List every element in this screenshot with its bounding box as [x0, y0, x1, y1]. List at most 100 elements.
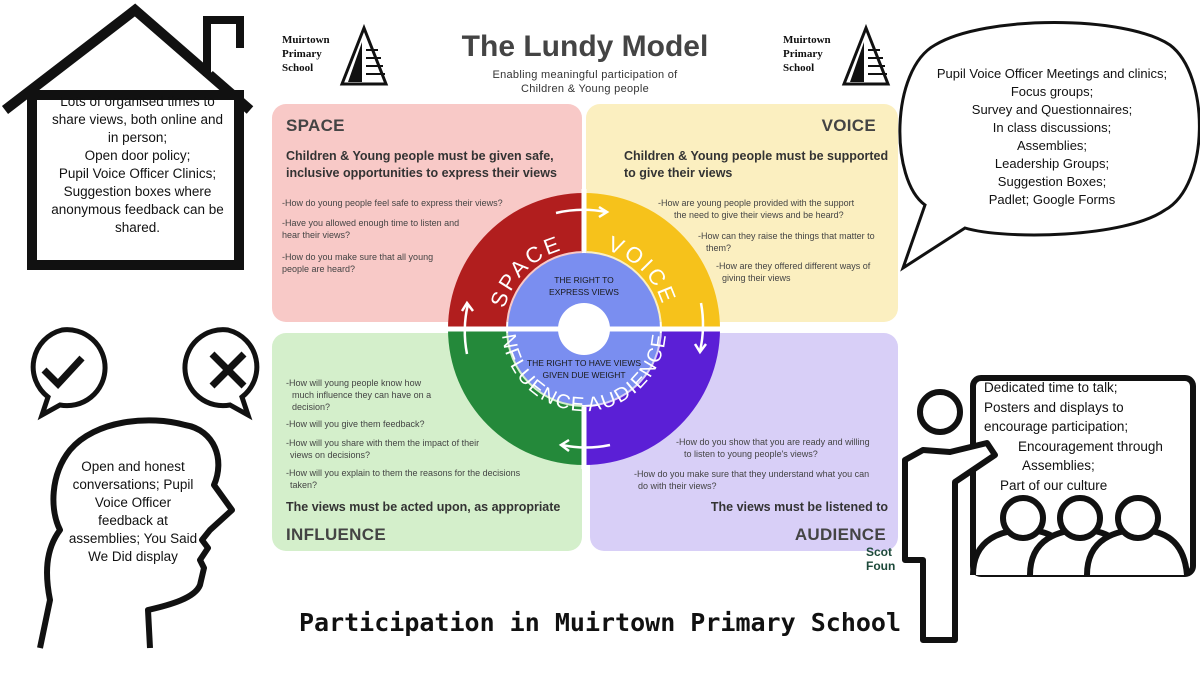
- note-line: Assemblies;: [1022, 458, 1095, 473]
- note-line: shared.: [114, 220, 161, 235]
- influence-footer: The views must be acted upon, as appropr…: [286, 500, 561, 514]
- influence-item: -How will you share with them the impact…: [286, 438, 480, 448]
- influence-item: -How will you explain to them the reason…: [286, 468, 521, 478]
- audience-item: do with their views?: [638, 481, 717, 491]
- note-line: Part of our culture: [1000, 477, 1108, 493]
- partner-logo-text: Scot Foun: [866, 545, 895, 573]
- board-note: Dedicated time to talk; Posters and disp…: [980, 378, 1180, 495]
- head-profile-icon: [37, 417, 235, 649]
- audience-item: -How do you make sure that they understa…: [634, 469, 870, 479]
- speech-bubble-icon: [898, 21, 1200, 272]
- voice-item: -How are young people provided with the …: [658, 198, 855, 208]
- space-item: -How do young people feel safe to expres…: [282, 198, 503, 208]
- audience-item: -How do you show that you are ready and …: [676, 437, 870, 447]
- ring-segment-influence: [448, 329, 584, 465]
- audience-footer: The views must be listened to: [710, 500, 888, 514]
- influence-item: taken?: [290, 480, 318, 490]
- space-title: SPACE: [286, 116, 345, 135]
- note-line: feedback at: [98, 513, 168, 528]
- audience-title: AUDIENCE: [794, 525, 886, 544]
- right-illustrations: [898, 21, 1200, 643]
- page-title: The Lundy Model: [461, 30, 709, 63]
- subtitle-line: Enabling meaningful participation of: [492, 69, 678, 81]
- cross-bubble-icon: [182, 327, 260, 421]
- center-top-line1: THE RIGHT TO: [554, 275, 614, 285]
- note-line: We Did display: [88, 549, 178, 564]
- note-line: Dedicated time to talk;: [984, 380, 1118, 395]
- note-line: Padlet; Google Forms: [988, 192, 1116, 207]
- space-item: hear their views?: [282, 230, 351, 240]
- ring-segment-audience: [584, 329, 720, 465]
- school-name-line: Muirtown: [783, 34, 831, 46]
- influence-title: INFLUENCE: [286, 525, 386, 544]
- voice-item: giving their views: [722, 273, 791, 283]
- school-name-line: Primary: [282, 48, 322, 60]
- center-bottom-line2: GIVEN DUE WEIGHT: [542, 370, 625, 380]
- note-line: conversations; Pupil: [72, 477, 194, 492]
- note-line: Encouragement through: [1018, 438, 1163, 454]
- influence-item: much influence they can have on a: [292, 390, 432, 400]
- note-line: In class discussions;: [992, 120, 1112, 135]
- logo-line: Foun: [866, 559, 896, 573]
- school-name-left: Muirtown Primary School: [282, 33, 330, 75]
- note-line: Suggestion boxes where: [63, 184, 212, 199]
- audience-icon: [970, 495, 1190, 576]
- voice-item: -How are they offered different ways of: [716, 261, 871, 271]
- voice-item: -How can they raise the things that matt…: [698, 231, 875, 241]
- ring-flow-arrows: [460, 205, 707, 452]
- note-line: encourage participation;: [984, 419, 1129, 434]
- logo-line: Scot: [866, 545, 893, 559]
- voice-item: the need to give their views and be hear…: [674, 210, 844, 220]
- voice-heading: Children & Young people must be supporte…: [624, 148, 888, 182]
- heading-line: Children & Young people must be given sa…: [286, 149, 554, 163]
- voice-quadrant: VOICE Children & Young people must be su…: [586, 104, 898, 322]
- ring-center-hole: [558, 303, 610, 355]
- voice-item: them?: [706, 243, 732, 253]
- note-line: Pupil Voice Officer Meetings and clinics…: [936, 66, 1168, 81]
- school-logo-left: [339, 24, 389, 86]
- heading-line: inclusive opportunities to express their…: [286, 166, 557, 180]
- school-name-line: School: [282, 62, 314, 74]
- note-line: Open and honest: [81, 459, 185, 474]
- note-line: in person;: [107, 130, 168, 145]
- center-top-line2: EXPRESS VIEWS: [549, 287, 619, 297]
- school-name-line: School: [783, 62, 815, 74]
- ring-segment-voice: [584, 193, 720, 329]
- note-line: anonymous feedback can be: [51, 202, 224, 217]
- school-name-line: Muirtown: [282, 34, 330, 46]
- head-note: Open and honest conversations; Pupil Voi…: [68, 458, 198, 566]
- note-line: Suggestion Boxes;: [997, 174, 1107, 189]
- influence-item: decision?: [292, 402, 331, 412]
- house-icon: [1, 3, 254, 270]
- ring-segment-space: [448, 193, 584, 329]
- note-line: share views, both online and: [51, 112, 224, 127]
- influence-item: -How will young people know how: [286, 378, 422, 388]
- influence-item: -How will you give them feedback?: [286, 419, 425, 429]
- school-name-right: Muirtown Primary School: [783, 33, 831, 75]
- space-heading: Children & Young people must be given sa…: [286, 148, 557, 182]
- page-subtitle: Enabling meaningful participation of Chi…: [440, 68, 730, 96]
- note-line: Open door policy;: [84, 148, 191, 163]
- audience-item: to listen to young people's views?: [684, 449, 818, 459]
- heading-line: Children & Young people must be supporte…: [624, 149, 889, 163]
- note-line: Posters and displays to: [984, 399, 1124, 415]
- influence-item: views on decisions?: [290, 450, 371, 460]
- voice-title: VOICE: [821, 116, 876, 135]
- note-line: assemblies; You Said: [68, 531, 198, 546]
- left-illustrations: [1, 3, 260, 649]
- check-bubble-icon: [30, 327, 108, 421]
- note-line: Assemblies;: [1016, 138, 1088, 153]
- page-caption: Participation in Muirtown Primary School: [298, 608, 902, 637]
- house-note: Lots of organised times to share views, …: [30, 93, 245, 237]
- note-line: Survey and Questionnaires;: [971, 102, 1133, 117]
- note-line: Leadership Groups;: [994, 156, 1110, 171]
- space-item: people are heard?: [282, 264, 356, 274]
- subtitle-line: Children & Young people: [520, 83, 649, 95]
- lundy-ring: SPACE VOICE AUDIENCE INFLUENCE THE RIGHT…: [444, 189, 724, 469]
- note-line: Pupil Voice Officer Clinics;: [58, 166, 217, 181]
- note-line: Lots of organised times to: [60, 94, 215, 109]
- school-name-line: Primary: [783, 48, 823, 60]
- space-item: -How do you make sure that all young: [282, 252, 434, 262]
- center-bottom-line1: THE RIGHT TO HAVE VIEWS: [527, 358, 641, 368]
- note-line: Voice Officer: [94, 495, 172, 510]
